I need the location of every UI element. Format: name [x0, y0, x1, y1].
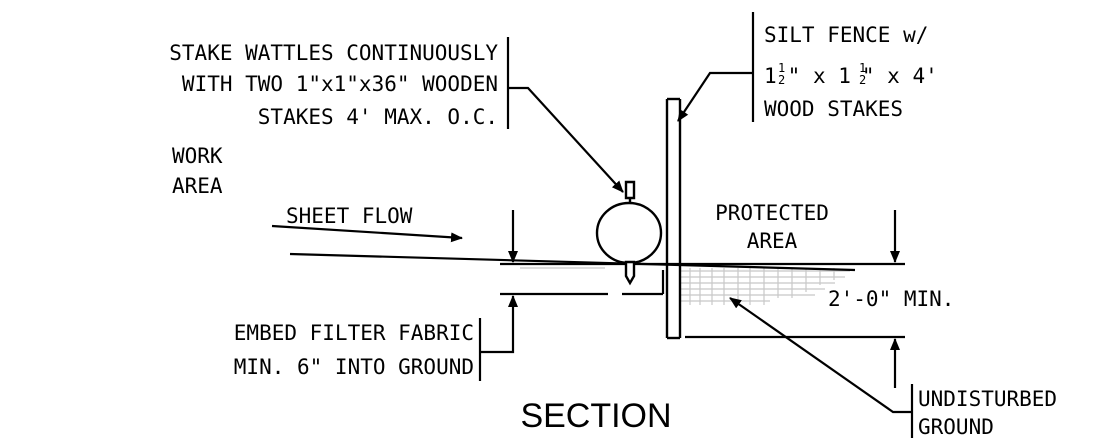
- silt-fence-frac-num-2: 1: [859, 61, 866, 75]
- sheet-flow-label: SHEET FLOW: [286, 204, 413, 228]
- stake-note-line-3: STAKES 4' MAX. O.C.: [258, 105, 498, 129]
- ground-lines: [289, 252, 905, 339]
- undisturbed-ground-line-2: GROUND: [918, 415, 994, 438]
- silt-fence-line-3: WOOD STAKES: [764, 97, 903, 121]
- silt-fence-frac-num-1: 1: [778, 61, 785, 75]
- silt-fence-post: [665, 97, 682, 340]
- protected-area-line-1: PROTECTED: [715, 201, 829, 225]
- silt-fence-note: SILT FENCE w/ 1" x 1" x 4' 1 2 1 2 WOOD …: [764, 23, 938, 121]
- silt-fence-frac-den-1: 2: [778, 73, 785, 87]
- embed-note-line-2: MIN. 6" INTO GROUND: [234, 355, 474, 379]
- undisturbed-ground-line-1: UNDISTURBED: [918, 387, 1057, 411]
- work-area-line-1: WORK: [172, 144, 223, 168]
- stake-note: STAKE WATTLES CONTINUOUSLY WITH TWO 1"x1…: [169, 41, 498, 129]
- wattle-roll: [595, 180, 663, 286]
- protected-area-line-2: AREA: [747, 229, 798, 253]
- note-brackets: [478, 12, 914, 438]
- silt-fence-line-2: 1" x 1" x 4': [764, 64, 938, 88]
- silt-fence-dim-c: " x 4': [862, 64, 938, 88]
- min-depth-label: 2'-0" MIN.: [828, 287, 954, 311]
- silt-fence-dim-a: 1: [764, 64, 777, 88]
- silt-fence-line-1: SILT FENCE w/: [764, 23, 928, 47]
- undisturbed-ground-leader: [729, 297, 912, 414]
- ground-hatch: [520, 263, 850, 305]
- silt-fence-frac-den-2: 2: [859, 73, 866, 87]
- silt-fence-frac-gap-a: " x 1: [788, 64, 851, 88]
- stake-leader: [508, 86, 624, 193]
- embed-note-line-1: EMBED FILTER FABRIC: [234, 321, 474, 345]
- work-area-line-2: AREA: [172, 174, 223, 198]
- stake-note-line-2: WITH TWO 1"x1"x36" WOODEN: [182, 72, 498, 96]
- section-title: SECTION: [520, 397, 671, 435]
- stake-note-line-1: STAKE WATTLES CONTINUOUSLY: [169, 41, 498, 65]
- silt-fence-leader: [677, 71, 753, 122]
- embed-dimension: [480, 210, 518, 354]
- sheet-flow-arrow: [271, 224, 463, 243]
